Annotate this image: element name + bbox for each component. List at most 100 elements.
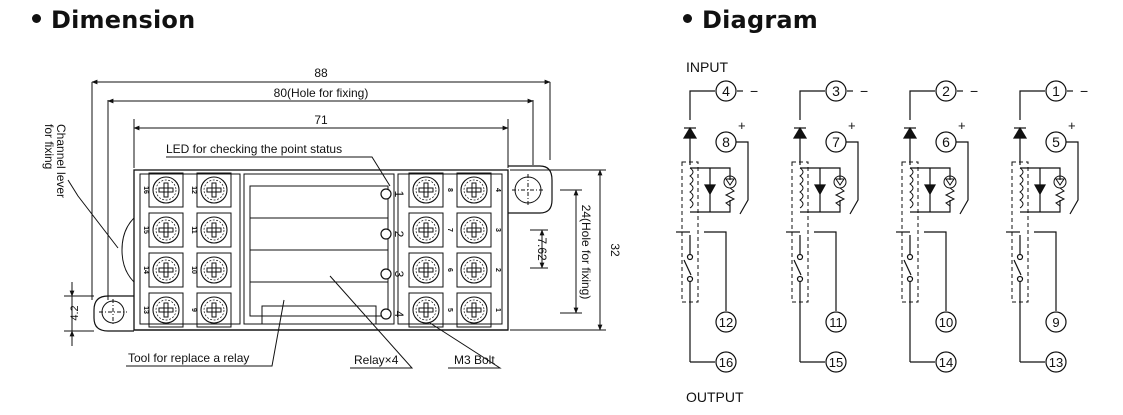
screw-slot	[471, 262, 477, 278]
screw-rim	[155, 219, 177, 241]
screw-rim	[203, 179, 225, 201]
dim-hole-width-label: 80(Hole for fixing)	[274, 86, 369, 100]
terminal-number-pos: 8	[722, 134, 730, 150]
terminal-screw-icon	[148, 252, 184, 288]
screw-head	[412, 256, 440, 284]
dim-pitch-label: 7.62	[535, 237, 549, 261]
screw-frame	[456, 172, 492, 208]
led-icon	[380, 308, 392, 320]
terminal-number-out: 15	[829, 355, 843, 370]
screw-rim	[203, 299, 225, 321]
dim-body-width-label: 71	[314, 113, 328, 127]
screw-head	[200, 176, 228, 204]
terminal-number: 10	[190, 266, 197, 274]
screw-head	[200, 256, 228, 284]
channel-circuit	[1006, 80, 1079, 373]
diode-icon	[902, 126, 918, 139]
screw-frame	[196, 212, 232, 248]
screw-head	[152, 176, 180, 204]
switch-blade	[683, 259, 692, 276]
dimension-heading-text: Dimension	[51, 6, 196, 34]
terminal-screw-icon	[196, 292, 232, 328]
screw-head	[460, 176, 488, 204]
terminal-number-neg: 4	[722, 83, 730, 99]
relay-callout-label: Relay×4	[354, 353, 399, 367]
contact-point	[686, 253, 694, 261]
wire	[846, 141, 859, 215]
screw-rim	[155, 299, 177, 321]
terminal-circle-icon	[1045, 351, 1067, 373]
terminal-number: 7	[446, 228, 453, 232]
terminal-screw-icon	[456, 252, 492, 288]
terminal-screw-icon	[456, 212, 492, 248]
wire	[800, 200, 841, 213]
wire	[909, 90, 935, 120]
led-number: 3	[392, 271, 406, 278]
channel-labels: 1−5+913	[1049, 83, 1088, 370]
terminal-circle-icon	[825, 351, 847, 373]
terminal-number: 13	[142, 306, 149, 314]
screw-slot	[163, 182, 169, 198]
channel-circuit	[786, 80, 859, 373]
screw-slot	[423, 182, 429, 198]
contact-point	[796, 253, 804, 261]
resistor-icon	[834, 187, 846, 207]
terminal-number-out: 16	[719, 355, 733, 370]
screw-slot	[423, 222, 429, 238]
dimension-drawing	[64, 79, 606, 369]
contact-point	[796, 275, 804, 283]
screw-slot	[163, 302, 169, 318]
screw-frame	[456, 292, 492, 328]
screw-rim	[415, 179, 437, 201]
wire	[1066, 141, 1079, 215]
led-triangle	[945, 178, 955, 186]
terminal-number-com: 10	[939, 315, 953, 330]
screw-slot	[466, 187, 482, 193]
screw-slot	[163, 262, 169, 278]
dim-tab-label: 4.2	[69, 305, 81, 320]
screw-head	[460, 296, 488, 324]
terminal-number: 2	[494, 268, 501, 272]
diode-icon	[792, 126, 808, 139]
plus-label: +	[1068, 118, 1076, 133]
led-icon	[380, 228, 392, 240]
dim-hole-height-label: 24(Hole for fixing)	[579, 205, 593, 300]
screw-rim	[203, 219, 225, 241]
screw-head	[412, 176, 440, 204]
screw-slot	[211, 182, 217, 198]
terminal-number: 16	[142, 186, 149, 194]
led-number: 2	[392, 231, 406, 238]
screw-head	[412, 216, 440, 244]
screw-frame	[408, 212, 444, 248]
wire	[1019, 90, 1045, 120]
coil-icon	[689, 167, 694, 209]
screw-frame	[196, 292, 232, 328]
minus-label: −	[750, 83, 758, 99]
screw-slot	[471, 302, 477, 318]
terminal-circle-icon	[935, 351, 957, 373]
switch-blade	[793, 259, 802, 276]
screw-frame	[148, 292, 184, 328]
terminal-number: 9	[190, 308, 197, 312]
screw-slot	[418, 187, 434, 193]
screw-frame	[148, 252, 184, 288]
channel-circuit	[676, 80, 749, 373]
screw-frame	[196, 252, 232, 288]
screw-slot	[158, 187, 174, 193]
resistor-icon	[724, 187, 736, 207]
screw-slot	[211, 302, 217, 318]
screw-slot	[471, 182, 477, 198]
screw-rim	[463, 259, 485, 281]
led-icon	[380, 268, 392, 280]
channel-circuit	[896, 80, 969, 373]
screw-slot	[466, 267, 482, 273]
coil-icon	[799, 167, 804, 209]
screw-slot	[158, 227, 174, 233]
terminal-circle-icon	[1045, 80, 1067, 102]
wire	[704, 231, 727, 311]
